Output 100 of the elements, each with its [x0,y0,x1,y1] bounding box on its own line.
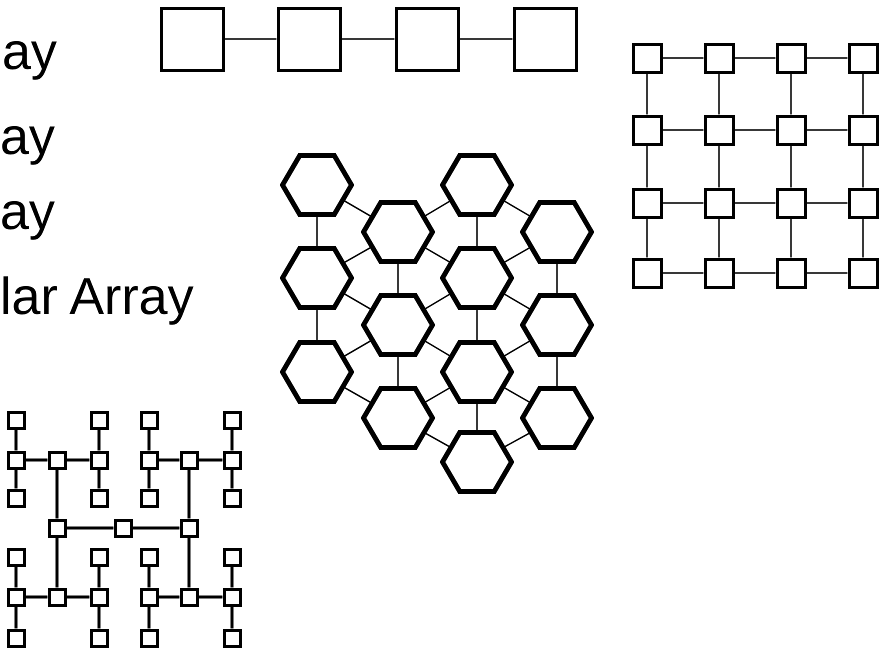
connector-line [790,146,792,188]
connector-line [132,526,180,530]
square-node [140,548,158,566]
hexagon-node [280,246,354,310]
connector-line [662,202,704,204]
square-node [848,42,878,74]
square-node [48,450,66,470]
connector-line [397,357,399,386]
connector-line [316,217,318,246]
connector-line [230,566,234,588]
connector-line [504,247,530,263]
connector-line [504,340,530,356]
connector-line [862,218,864,258]
connector-line [14,606,18,628]
connector-line [198,596,222,598]
square-node [90,410,108,430]
square-node [6,410,26,430]
connector-line [646,146,648,188]
square-node [704,258,734,288]
connector-line [425,340,450,356]
connector-line [806,129,848,131]
square-node [160,6,224,72]
connector-line [66,458,90,462]
hexagon-node [440,153,514,217]
square-node [114,518,132,538]
connector-line [148,470,150,488]
square-node [632,258,662,288]
connector-line [806,272,848,274]
square-node [632,188,662,218]
square-node [90,628,108,648]
connector-line [790,74,792,114]
connector-line [718,218,720,258]
connector-line [718,146,720,188]
square-node [90,548,108,566]
square-node [704,188,734,218]
connector-line [188,470,190,518]
connector-line [460,38,512,40]
square-node [632,114,662,146]
hexagon-node [440,340,514,404]
square-node [6,588,26,606]
connector-line [26,596,48,598]
connector-line [224,38,276,40]
connector-line [862,146,864,188]
square-node [776,258,806,288]
square-node [222,488,242,508]
connector-line [806,57,848,59]
hexagon-node [280,340,354,404]
connector-line [504,200,530,216]
connector-line [14,566,18,588]
connector-line [476,404,478,430]
square-node [140,628,158,648]
connector-line [98,430,100,450]
connector-line [148,566,150,588]
square-node [848,188,878,218]
connector-line [476,310,478,340]
square-node [140,588,158,606]
connector-line [14,430,18,450]
connector-line [662,57,704,59]
array-label: lar Array [0,271,194,323]
connector-line [158,458,180,462]
hexagon-node [520,293,594,357]
connector-line [342,38,394,40]
connector-line [556,357,558,386]
array-label: ay [2,26,57,78]
connector-line [66,526,114,530]
connector-line [344,200,371,217]
square-node [140,450,158,470]
connector-line [662,129,704,131]
connector-line [718,74,720,114]
connector-line [425,387,450,403]
square-node [140,488,158,508]
square-node [276,6,342,72]
connector-line [556,264,558,293]
connector-line [504,387,530,403]
square-node [140,410,158,430]
connector-line [66,596,90,598]
connector-line [316,310,318,340]
square-node [848,114,878,146]
array-label: ay [0,111,55,163]
array-label: ay [0,186,55,238]
connector-line [26,458,48,462]
hexagon-node [440,246,514,310]
square-node [848,258,878,288]
connector-line [504,432,530,448]
connector-line [646,218,648,258]
connector-line [476,217,478,246]
square-node [776,114,806,146]
square-node [222,548,242,566]
square-node [6,488,26,508]
square-node [632,42,662,74]
connector-line [862,74,864,114]
square-node [222,410,242,430]
square-node [704,114,734,146]
square-node [222,628,242,648]
square-node [222,450,242,470]
square-node [48,588,66,606]
hexagon-node [280,153,354,217]
square-node [90,588,108,606]
connector-line [734,129,776,131]
square-node [180,450,198,470]
